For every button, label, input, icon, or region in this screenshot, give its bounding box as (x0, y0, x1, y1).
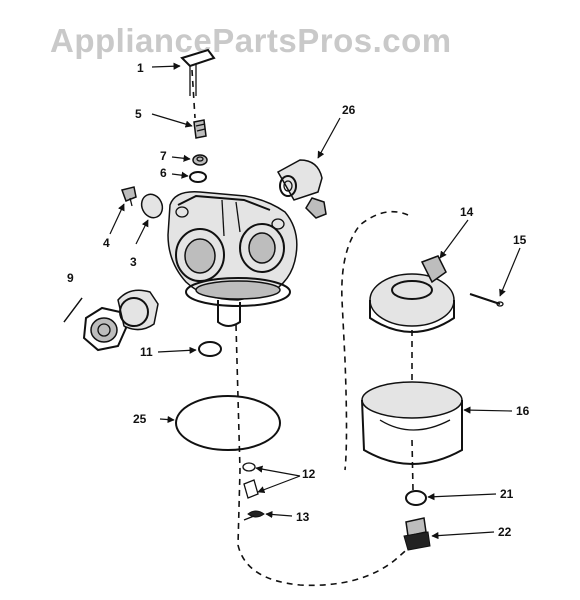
part-7-washer (192, 154, 208, 166)
part-1-throttle-shaft (180, 48, 216, 96)
callout-15: 15 (513, 233, 527, 247)
part-5-needle-valve (193, 119, 207, 139)
callout-4: 4 (103, 236, 110, 250)
callout-26: 26 (342, 103, 356, 117)
callout-12: 12 (302, 467, 316, 481)
callout-1: 1 (137, 61, 144, 75)
leader-lines (109, 62, 521, 540)
callout-16: 16 (516, 404, 530, 418)
callout-11: 11 (140, 345, 153, 359)
part-14-float (369, 255, 455, 333)
part-9-choke-assembly (63, 289, 159, 352)
callout-9: 9 (67, 271, 74, 285)
callout-5: 5 (135, 107, 142, 121)
part-11-washer (198, 341, 222, 357)
callout-6: 6 (160, 166, 167, 180)
watermark: AppliancePartsPros.com (50, 22, 452, 59)
callout-21: 21 (500, 487, 514, 501)
part-15-float-pin (469, 293, 504, 307)
callout-22: 22 (498, 525, 512, 539)
callout-7: 7 (160, 149, 167, 163)
part-26-fitting (276, 159, 327, 219)
part-16-float-bowl (361, 381, 463, 465)
callout-25: 25 (133, 412, 147, 426)
part-21-washer (405, 490, 427, 506)
part-25-bowl-gasket (175, 395, 281, 451)
part-6-o-ring (189, 171, 207, 183)
part-12-washer-a (242, 462, 256, 472)
part-22-bowl-nut (403, 517, 431, 551)
callout-14: 14 (460, 205, 474, 219)
part-12-pin (243, 479, 259, 499)
callout-13: 13 (296, 510, 310, 524)
part-4-screw (121, 186, 137, 207)
part-3-gasket (140, 193, 164, 219)
part-13-spring (243, 510, 265, 521)
carburetor-body (167, 191, 298, 327)
callout-3: 3 (130, 255, 137, 269)
assembly-lines (191, 69, 414, 587)
